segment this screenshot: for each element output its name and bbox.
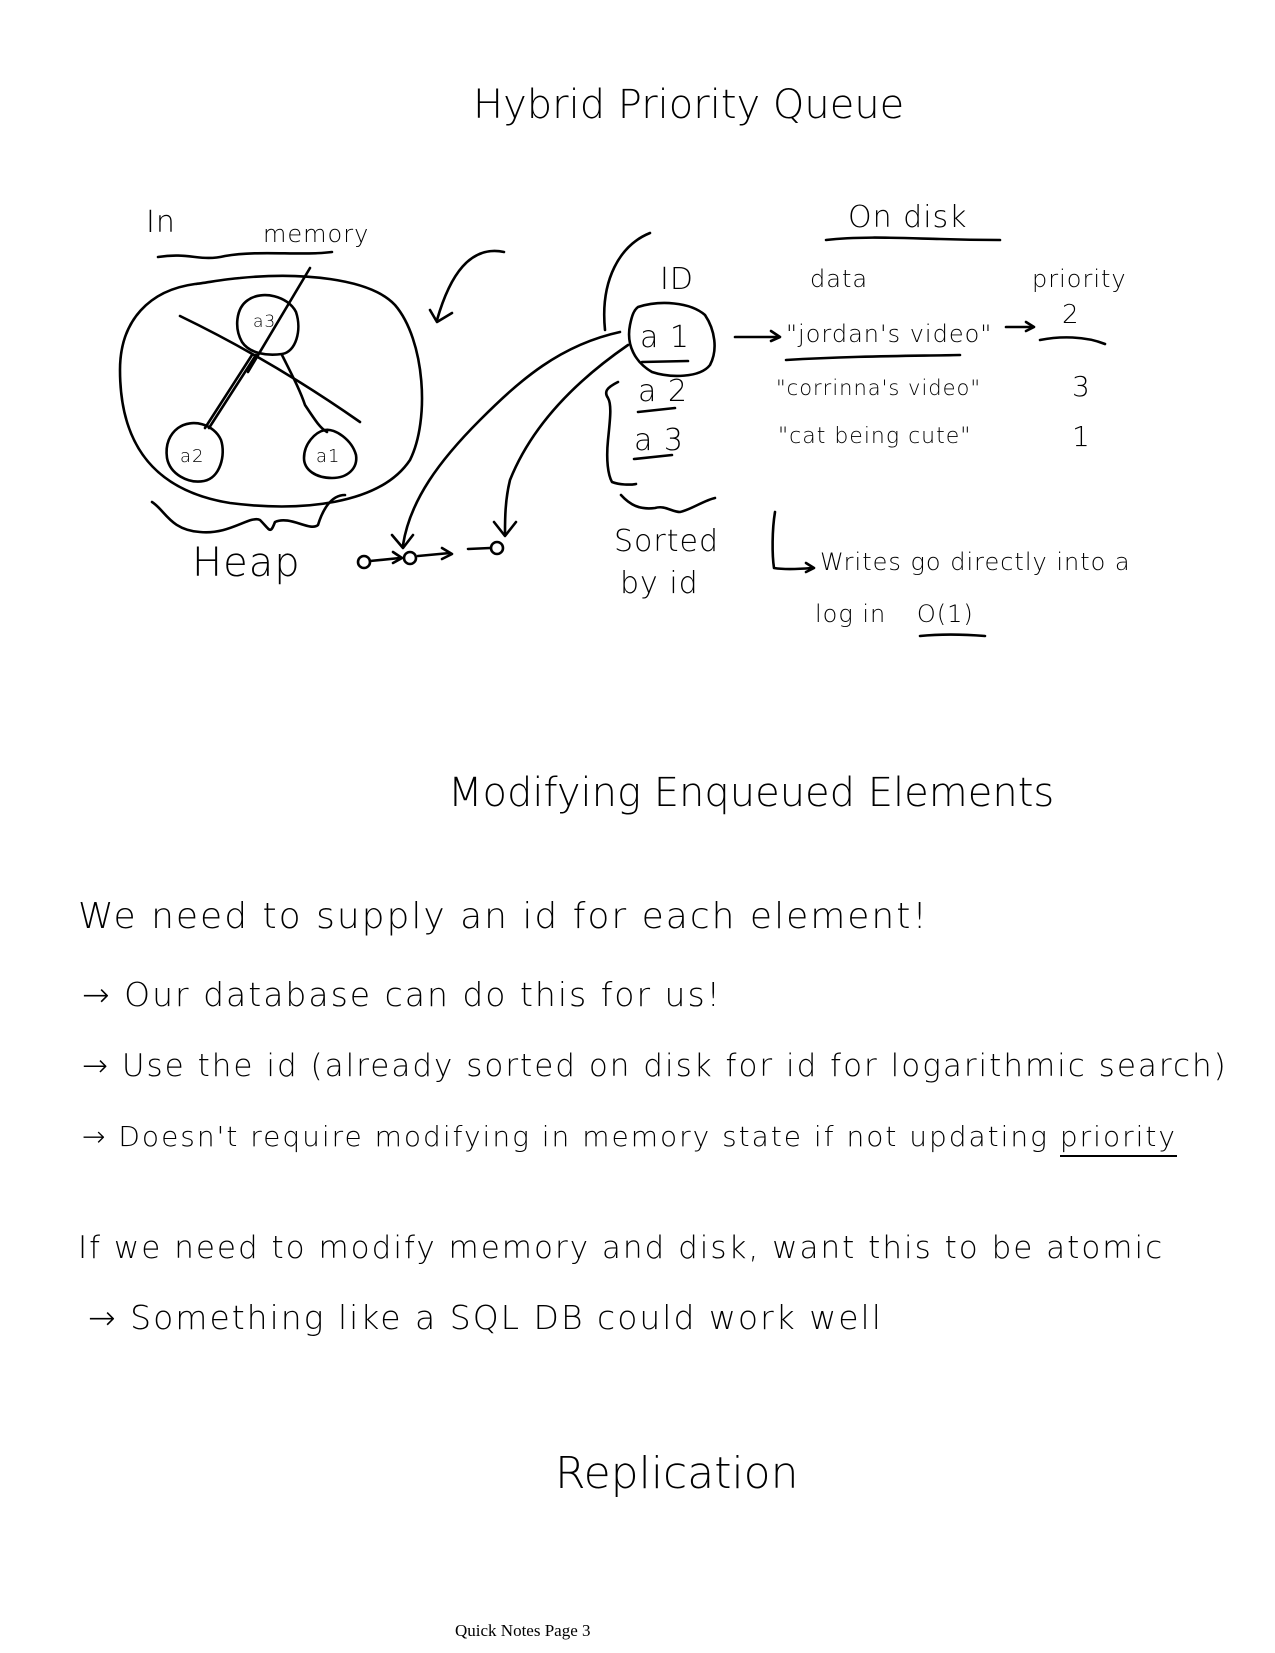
bullet-arrow-icon: →	[82, 975, 112, 1014]
writes-note-log-in: log in	[815, 600, 887, 628]
writes-note-line2: log in O(1)	[815, 600, 974, 628]
disk-row-1-data: "jordan's video"	[786, 320, 993, 348]
writes-arrow	[771, 510, 814, 571]
id-a3: a 3	[634, 423, 685, 458]
in-memory-underline	[156, 250, 334, 260]
id-a1: a 1	[640, 320, 691, 355]
curved-arrow-to-heap	[435, 249, 506, 322]
heap-node-a1	[302, 428, 358, 480]
note-line-1: We need to supply an id for each element…	[78, 896, 929, 937]
bullet-arrow-icon: →	[88, 1298, 118, 1337]
disk-row-2-data: "corrinna's video"	[776, 376, 982, 400]
id-a1-highlight	[627, 301, 716, 378]
hybrid-queue-diagram	[118, 231, 1107, 638]
pointer-arrow-2	[503, 343, 630, 535]
sorted-brace	[619, 493, 717, 514]
section-title-replication: Replication	[555, 1448, 799, 1499]
note-line-3: → Use the id (already sorted on disk for…	[82, 1048, 1228, 1084]
section-title-hybrid-priority-queue: Hybrid Priority Queue	[473, 82, 905, 128]
page-footer: Quick Notes Page 3	[455, 1621, 591, 1640]
heap-label: Heap	[192, 540, 301, 586]
bullet-arrow-icon: →	[82, 1048, 110, 1084]
disk-row-3-priority: 1	[1072, 420, 1091, 453]
heap-node-a1-label: a1	[316, 446, 341, 467]
priority-header: priority	[1032, 265, 1127, 293]
disk-row-2-priority: 3	[1072, 370, 1091, 403]
writes-note-line1: Writes go directly into a	[820, 548, 1131, 576]
section-title-modifying-enqueued-elements: Modifying Enqueued Elements	[448, 770, 1055, 816]
heap-node-a2	[165, 421, 225, 483]
id-bracket	[602, 231, 652, 332]
data-header: data	[810, 265, 869, 293]
heap-boundary	[118, 274, 424, 508]
big-o-constant: O(1)	[916, 600, 974, 628]
sorted-note-line2: by id	[620, 566, 699, 601]
disk-row-3-data: "cat being cute"	[778, 424, 972, 449]
bullet-arrow-icon: →	[82, 1120, 108, 1153]
on-disk-label: On disk	[848, 200, 968, 235]
disk-row-1-priority: 2	[1062, 300, 1080, 330]
heap-node-a2-label: a2	[180, 446, 205, 467]
note-line-5: If we need to modify memory and disk, wa…	[78, 1230, 1165, 1266]
in-label: In	[146, 205, 176, 240]
underlined-priority: priority	[1059, 1120, 1177, 1157]
sorted-note-line1: Sorted	[614, 524, 719, 559]
heap-node-a3-label: a3	[253, 312, 277, 332]
on-disk-underline	[824, 236, 1002, 242]
pointer-arrow-1	[401, 330, 622, 547]
note-line-6: → Something like a SQL DB could work wel…	[88, 1298, 883, 1337]
memory-label: memory	[263, 220, 370, 248]
heap-brace	[150, 493, 347, 534]
id-a2: a 2	[638, 374, 689, 409]
note-line-2: → Our database can do this for us!	[82, 975, 722, 1014]
note-line-4: → Doesn't require modifying in memory st…	[82, 1120, 1177, 1157]
id-header: ID	[660, 262, 694, 297]
